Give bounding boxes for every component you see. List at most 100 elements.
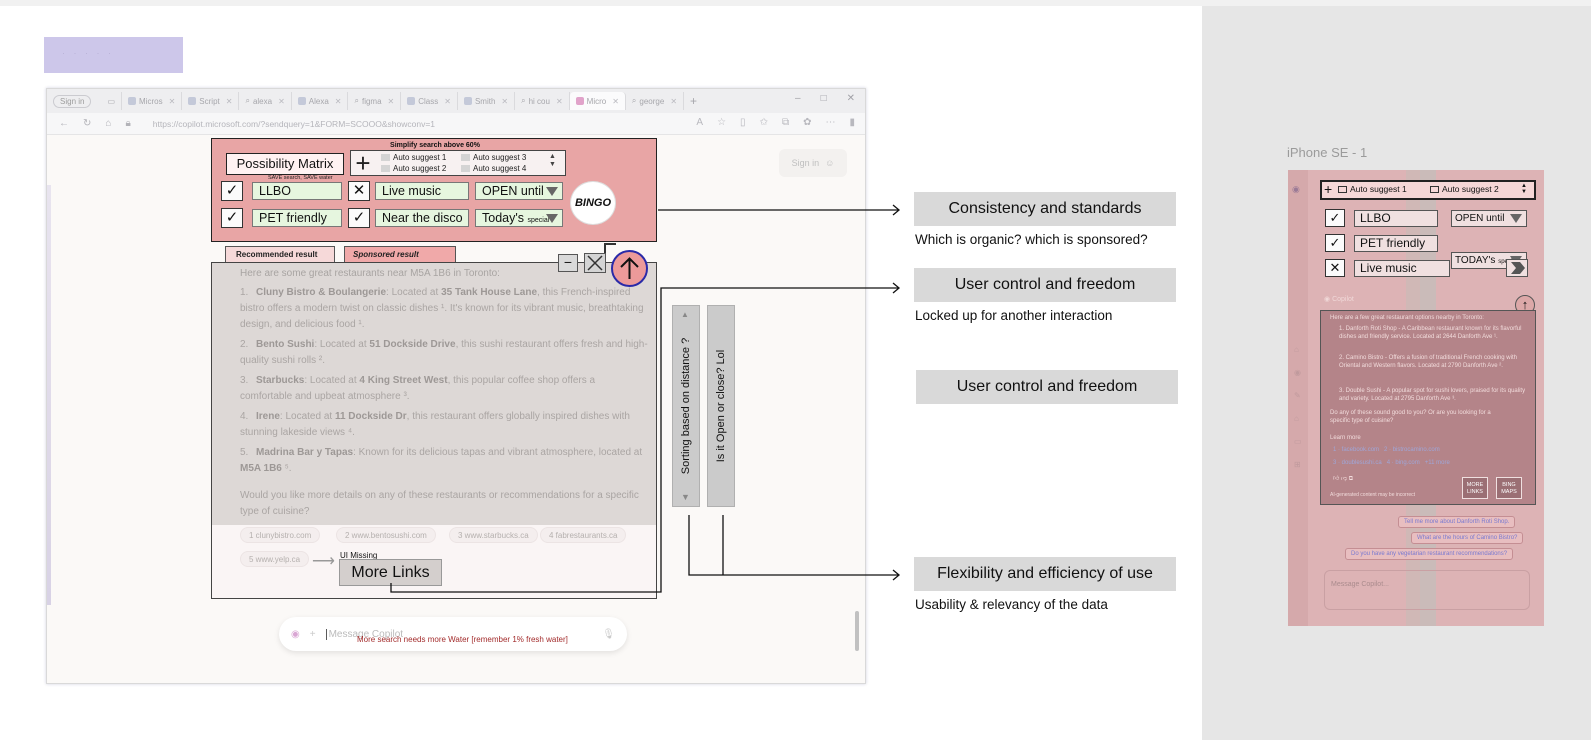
auto-suggest-2[interactable]: Auto suggest 2 bbox=[381, 164, 446, 173]
split-icon[interactable]: ▯ bbox=[740, 117, 746, 128]
read-aloud-icon[interactable]: A bbox=[696, 117, 704, 128]
tab-sponsored[interactable]: Sponsored result bbox=[344, 246, 456, 262]
refresh-icon[interactable]: ↻ bbox=[83, 118, 92, 129]
more-links-button[interactable]: More Links bbox=[339, 559, 442, 586]
checkbox-icon[interactable] bbox=[1430, 185, 1439, 193]
tab-strip-icon[interactable]: ▭ bbox=[101, 92, 123, 110]
bing-maps-button[interactable]: BING MAPS bbox=[1496, 477, 1522, 499]
sort-distance-bar[interactable]: ▲ Sorting based on distance ? ▼ bbox=[672, 305, 700, 507]
browser-tab[interactable]: Class✕ bbox=[401, 92, 458, 110]
message-input[interactable]: Message Copilot... bbox=[1324, 570, 1530, 610]
favorite-icon[interactable]: ☆ bbox=[717, 117, 727, 128]
close-window-icon[interactable]: ✕ bbox=[846, 93, 855, 104]
page-signin-button[interactable]: Sign in ☺ bbox=[779, 149, 847, 177]
new-tab-icon[interactable]: + bbox=[690, 94, 698, 108]
llbo-checkbox[interactable]: ✓ bbox=[1325, 209, 1345, 227]
live-music-field[interactable]: Live music bbox=[375, 182, 469, 200]
browser-tab[interactable]: ⌕hi cou✕ bbox=[515, 92, 570, 110]
follow-up-suggestion[interactable]: What are the hours of Camino Bistro? bbox=[1411, 532, 1524, 544]
message-bar[interactable]: ◉ + Message Copilot 🎙︎ bbox=[279, 617, 627, 651]
close-icon[interactable]: ✕ bbox=[334, 96, 342, 106]
restaurant-name[interactable]: Bento Sushi bbox=[256, 339, 315, 350]
plus-icon[interactable]: + bbox=[309, 628, 316, 640]
close-icon[interactable]: ✕ bbox=[555, 96, 563, 106]
scroll-up-button[interactable] bbox=[611, 250, 648, 287]
sidebar-icon[interactable]: ▮ bbox=[849, 117, 855, 128]
browser-tab-active[interactable]: Micro✕ bbox=[569, 92, 626, 110]
frame-label[interactable]: iPhone SE - 1 bbox=[1287, 145, 1368, 160]
minimize-icon[interactable]: – bbox=[795, 93, 801, 104]
open-close-bar[interactable]: Is it Open or close? Lol bbox=[707, 305, 735, 507]
live-music-remove[interactable]: ✕ bbox=[348, 181, 370, 201]
pet-friendly-field[interactable]: PET friendly bbox=[1354, 235, 1438, 252]
back-icon[interactable]: ← bbox=[59, 118, 69, 129]
pet-friendly-checkbox[interactable]: ✓ bbox=[221, 208, 243, 228]
auto-suggest-3[interactable]: Auto suggest 3 bbox=[461, 153, 526, 162]
llbo-checkbox[interactable]: ✓ bbox=[221, 181, 243, 201]
checkbox-icon[interactable] bbox=[461, 165, 470, 172]
close-icon[interactable]: ✕ bbox=[670, 96, 678, 106]
open-until-dropdown[interactable]: OPEN until bbox=[1451, 210, 1527, 227]
pet-friendly-field[interactable]: PET friendly bbox=[252, 209, 342, 227]
sticky-note[interactable]: · · · · · bbox=[44, 37, 183, 73]
scrollbar-thumb[interactable] bbox=[855, 611, 859, 651]
microphone-icon[interactable]: 🎙︎ bbox=[602, 628, 615, 640]
extension-icon[interactable]: ✿ bbox=[803, 117, 812, 128]
home-icon[interactable]: ⌂ bbox=[105, 118, 112, 129]
source-link-chip[interactable]: 5 www.yelp.ca bbox=[240, 551, 310, 567]
browser-tab[interactable]: Micros✕ bbox=[122, 92, 183, 110]
llbo-field[interactable]: LLBO bbox=[252, 182, 342, 200]
browser-tab[interactable]: ⌕george✕ bbox=[626, 92, 685, 110]
tab-recommended[interactable]: Recommended result bbox=[225, 246, 335, 262]
browser-tab[interactable]: Smith✕ bbox=[458, 92, 516, 110]
source-link-chip[interactable]: 2 www.bentosushi.com bbox=[336, 527, 436, 543]
collections-icon[interactable]: ⧉ bbox=[781, 117, 790, 128]
url-field[interactable]: https://copilot.microsoft.com/?sendquery… bbox=[152, 118, 436, 129]
live-music-field[interactable]: Live music bbox=[1354, 260, 1450, 277]
llbo-field[interactable]: LLBO bbox=[1354, 210, 1438, 227]
source-link-chip[interactable]: 3 www.starbucks.ca bbox=[449, 527, 538, 543]
plus-icon[interactable]: + bbox=[1324, 181, 1333, 197]
close-icon[interactable]: ✕ bbox=[278, 96, 285, 106]
browser-tab[interactable]: ⌕figma✕ bbox=[348, 92, 402, 110]
close-icon[interactable]: ✕ bbox=[444, 96, 451, 106]
close-button[interactable] bbox=[584, 253, 606, 273]
follow-up-suggestion[interactable]: Do you have any vegetarian restaurant re… bbox=[1345, 548, 1514, 560]
maximize-icon[interactable]: □ bbox=[820, 93, 827, 104]
suggest-stepper[interactable]: ▲▼ bbox=[549, 153, 556, 168]
scrollbar[interactable] bbox=[853, 149, 861, 669]
close-icon[interactable]: ✕ bbox=[225, 96, 233, 106]
add-plus-button[interactable]: + bbox=[355, 148, 371, 178]
source-links[interactable]: 1 · facebook.com 2 · bistrocamino.com bbox=[1333, 447, 1440, 453]
follow-up-suggestion[interactable]: Tell me more about Danforth Roti Shop. bbox=[1398, 516, 1516, 528]
source-links[interactable]: 3 · doublesushi.ca 4 · bing.com +11 more bbox=[1333, 460, 1450, 466]
browser-tab[interactable]: ⌕alexa✕ bbox=[239, 92, 292, 110]
auto-suggest-2[interactable]: Auto suggest 2 bbox=[1430, 184, 1499, 194]
todays-special-dropdown[interactable]: Today's special bbox=[475, 209, 563, 227]
message-input[interactable]: Message Copilot bbox=[325, 628, 403, 640]
checkbox-icon[interactable] bbox=[381, 165, 390, 172]
auto-suggest-1[interactable]: Auto suggest 1 bbox=[381, 153, 446, 162]
source-link-chip[interactable]: 4 fabrestaurants.ca bbox=[540, 527, 627, 543]
next-arrow-button[interactable] bbox=[1506, 259, 1528, 277]
browser-tab[interactable]: Script✕ bbox=[182, 92, 240, 110]
bingo-button[interactable]: BINGO bbox=[570, 181, 616, 225]
near-disco-field[interactable]: Near the disco bbox=[375, 209, 469, 227]
pet-friendly-checkbox[interactable]: ✓ bbox=[1325, 234, 1345, 252]
restaurant-name[interactable]: Madrina Bar y Tapas bbox=[256, 447, 354, 458]
near-disco-checkbox[interactable]: ✓ bbox=[348, 208, 370, 228]
restaurant-name[interactable]: Irene bbox=[256, 411, 280, 422]
feedback-icons[interactable]: 👍︎ 👎︎ ⧉ bbox=[1333, 476, 1353, 482]
profile-signin-pill[interactable]: Sign in bbox=[53, 94, 92, 108]
open-until-dropdown[interactable]: OPEN until bbox=[475, 182, 563, 200]
restaurant-name[interactable]: Starbucks bbox=[256, 375, 305, 386]
checkbox-icon[interactable] bbox=[381, 154, 390, 161]
suggest-stepper[interactable]: ▲▼ bbox=[1521, 183, 1527, 195]
more-icon[interactable]: ⋯ bbox=[825, 117, 836, 128]
source-link-chip[interactable]: 1 clunybistro.com bbox=[240, 527, 321, 543]
resize-corner-icon[interactable] bbox=[604, 243, 616, 255]
close-icon[interactable]: ✕ bbox=[501, 96, 509, 106]
checkbox-icon[interactable] bbox=[461, 154, 470, 161]
more-links-button[interactable]: MORE LINKS bbox=[1462, 477, 1488, 499]
restaurant-name[interactable]: Cluny Bistro & Boulangerie bbox=[256, 287, 387, 298]
